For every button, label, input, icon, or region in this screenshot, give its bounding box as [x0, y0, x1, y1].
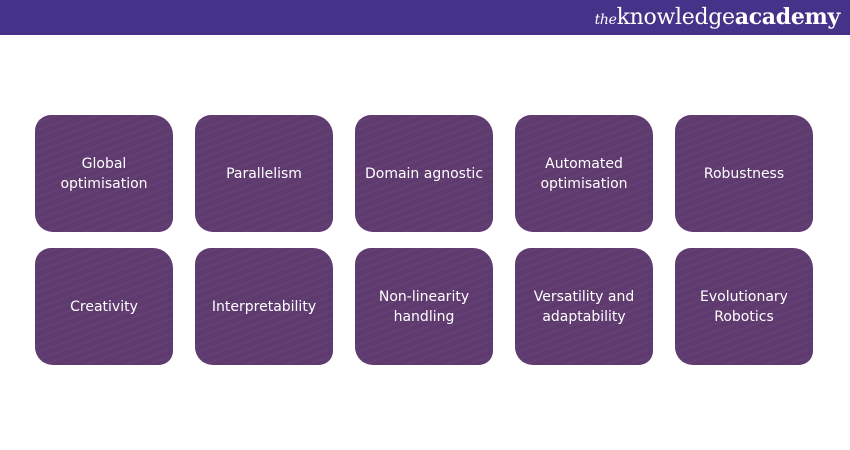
card-evolutionary-robotics: Evolutionary Robotics: [675, 248, 813, 365]
card-interpretability: Interpretability: [195, 248, 333, 365]
brand-logo: theknowledgeacademy: [594, 4, 841, 30]
logo-academy: academy: [734, 4, 841, 30]
header-bar: theknowledgeacademy: [0, 0, 850, 35]
card-automated-optimisation: Automated optimisation: [515, 115, 653, 232]
benefits-grid: Global optimisation Parallelism Domain a…: [35, 115, 813, 365]
card-versatility-adaptability: Versatility and adaptability: [515, 248, 653, 365]
logo-the: the: [594, 12, 617, 28]
card-creativity: Creativity: [35, 248, 173, 365]
card-non-linearity-handling: Non-linearity handling: [355, 248, 493, 365]
card-domain-agnostic: Domain agnostic: [355, 115, 493, 232]
card-parallelism: Parallelism: [195, 115, 333, 232]
card-robustness: Robustness: [675, 115, 813, 232]
logo-knowledge: knowledge: [616, 5, 735, 30]
card-global-optimisation: Global optimisation: [35, 115, 173, 232]
